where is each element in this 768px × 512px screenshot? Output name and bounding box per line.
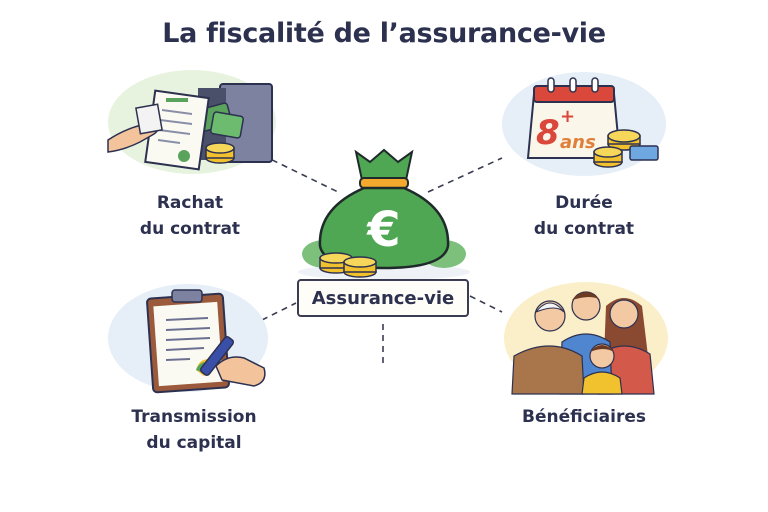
- money-bag-euro-icon: €: [298, 148, 470, 280]
- node-duree-label: Durée du contrat: [504, 190, 664, 242]
- label-line: Transmission: [131, 407, 257, 427]
- label-line: du contrat: [139, 219, 241, 239]
- label-line: Durée: [555, 193, 613, 213]
- node-rachat-label: Rachat du contrat: [110, 190, 270, 242]
- contract-safe-icon: [107, 70, 276, 174]
- svg-text:8: 8: [536, 113, 560, 153]
- calendar-icon: 8 + ans: [502, 72, 666, 176]
- node-transmission-label: Transmission du capital: [104, 404, 284, 456]
- clipboard-signing-icon: [108, 284, 268, 394]
- node-beneficiaires-label: Bénéficiaires: [504, 404, 664, 430]
- family-icon: [504, 282, 668, 395]
- svg-text:ans: ans: [560, 132, 596, 153]
- center-label-box: Assurance-vie: [297, 279, 469, 317]
- label-line: Bénéficiaires: [522, 407, 646, 427]
- svg-text:€: €: [366, 202, 400, 258]
- label-line: du capital: [146, 433, 242, 453]
- label-line: du contrat: [533, 219, 635, 239]
- svg-text:+: +: [560, 106, 575, 127]
- label-line: Rachat: [156, 193, 224, 213]
- page-title: La fiscalité de l’assurance-vie: [162, 18, 606, 49]
